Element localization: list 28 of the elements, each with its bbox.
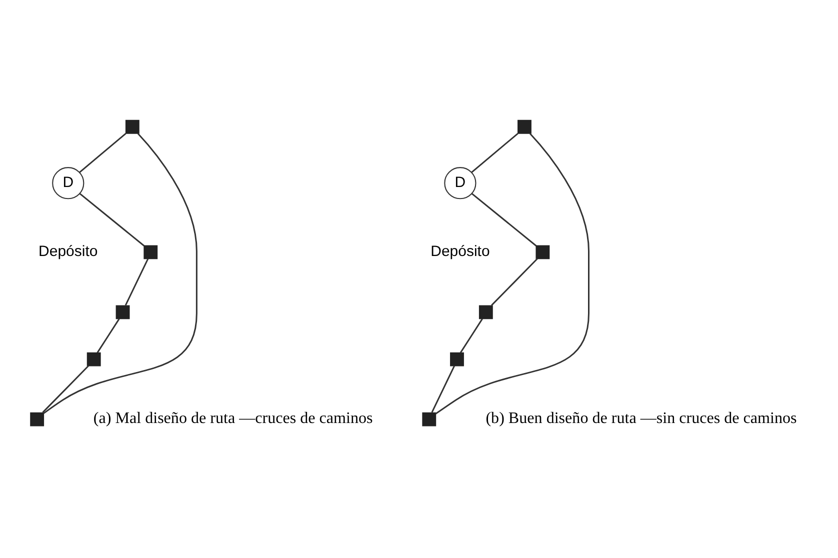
node-box [86, 352, 100, 366]
connector [42, 364, 89, 412]
node-label: Depósito [38, 242, 98, 260]
connector [430, 364, 455, 412]
connector [490, 258, 538, 306]
connector [459, 318, 482, 353]
connector [42, 132, 197, 414]
connector [124, 258, 148, 306]
node-box [143, 244, 158, 259]
node-box [535, 244, 550, 259]
node-box [124, 119, 139, 134]
node-box [517, 119, 531, 134]
node-box [30, 412, 44, 426]
connector [96, 318, 120, 353]
connector [78, 192, 144, 246]
node-circle: D [52, 166, 84, 199]
node-label: Depósito [430, 242, 490, 260]
node-box [115, 304, 130, 319]
label: (a) Mal diseño de ruta —cruces de caminos [92, 410, 372, 427]
node-box [422, 412, 436, 426]
node-box [450, 352, 464, 366]
connector [434, 132, 589, 414]
connector [470, 132, 518, 172]
node-box [478, 304, 492, 319]
connector [78, 132, 126, 172]
connector [470, 192, 536, 246]
label: (b) Buen diseño de ruta —sin cruces de caminos [485, 410, 796, 427]
node-circle: D [444, 166, 476, 199]
